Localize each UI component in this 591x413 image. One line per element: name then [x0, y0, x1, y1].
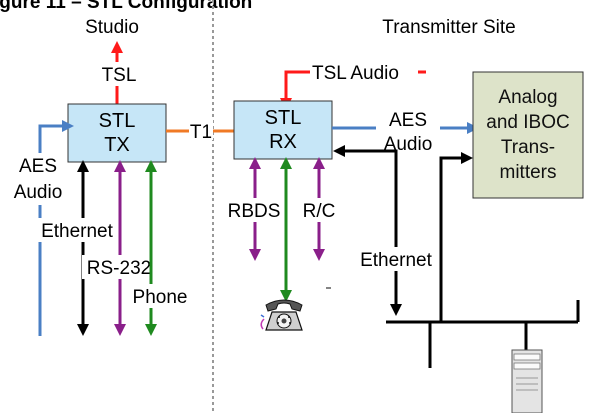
- ethernet-right-line: [333, 145, 402, 316]
- rbds-label: RBDS: [228, 201, 281, 222]
- tsl-audio-label: TSL Audio: [312, 63, 399, 84]
- aes-left-label-bg: [15, 153, 67, 205]
- ethernet-right-label: Ethernet: [360, 250, 433, 271]
- transmitters-line1: Analog: [498, 87, 557, 108]
- ethernet-left-label: Ethernet: [41, 221, 114, 242]
- rc-label: R/C: [303, 201, 336, 222]
- ethernet-right-label-bg: [356, 247, 436, 271]
- server-tower-icon: [511, 349, 543, 413]
- tsl-label: TSL: [102, 65, 137, 86]
- transmitters-line3: Trans-: [501, 137, 555, 158]
- stl-rx-line2: RX: [269, 131, 297, 153]
- stl-tx-box: STL TX: [67, 103, 167, 163]
- aes-audio-left-line: [38, 120, 74, 336]
- rc-label-bg: [296, 198, 342, 222]
- page-title-fragment: igure 11 – STL Configuration: [0, 0, 252, 13]
- phone-label: Phone: [133, 287, 188, 308]
- aes-left-label-1: AES: [19, 156, 57, 177]
- network-bus: [386, 300, 580, 368]
- stl-rx-line1: STL: [265, 107, 302, 129]
- stl-tx-line2: TX: [104, 134, 130, 156]
- rbds-label-bg: [224, 198, 286, 222]
- phone-label-bg: [128, 284, 192, 308]
- rs232-label: RS-232: [87, 258, 151, 279]
- transmitter-site-heading: Transmitter Site: [382, 17, 515, 38]
- transmitters-box: Analog and IBOC Trans- mitters: [472, 71, 584, 199]
- aes-left-label-2: Audio: [14, 182, 63, 203]
- tsl-label-bg: [98, 62, 140, 86]
- stl-tx-line1: STL: [99, 110, 136, 132]
- ethernet-left-label-bg: [37, 218, 117, 242]
- aes-right-label-1: AES: [389, 110, 427, 131]
- t1-label: T1: [190, 122, 212, 143]
- studio-heading: Studio: [85, 17, 139, 38]
- stl-rx-box: STL RX: [233, 100, 333, 160]
- telephone-icon: [260, 299, 303, 331]
- tsl-audio-line: [280, 70, 310, 110]
- t1-label-bg: [189, 118, 213, 140]
- transmitters-line4: mitters: [500, 162, 557, 183]
- transmitters-line2: and IBOC: [486, 112, 569, 133]
- transmitter-bus-link: [439, 152, 473, 322]
